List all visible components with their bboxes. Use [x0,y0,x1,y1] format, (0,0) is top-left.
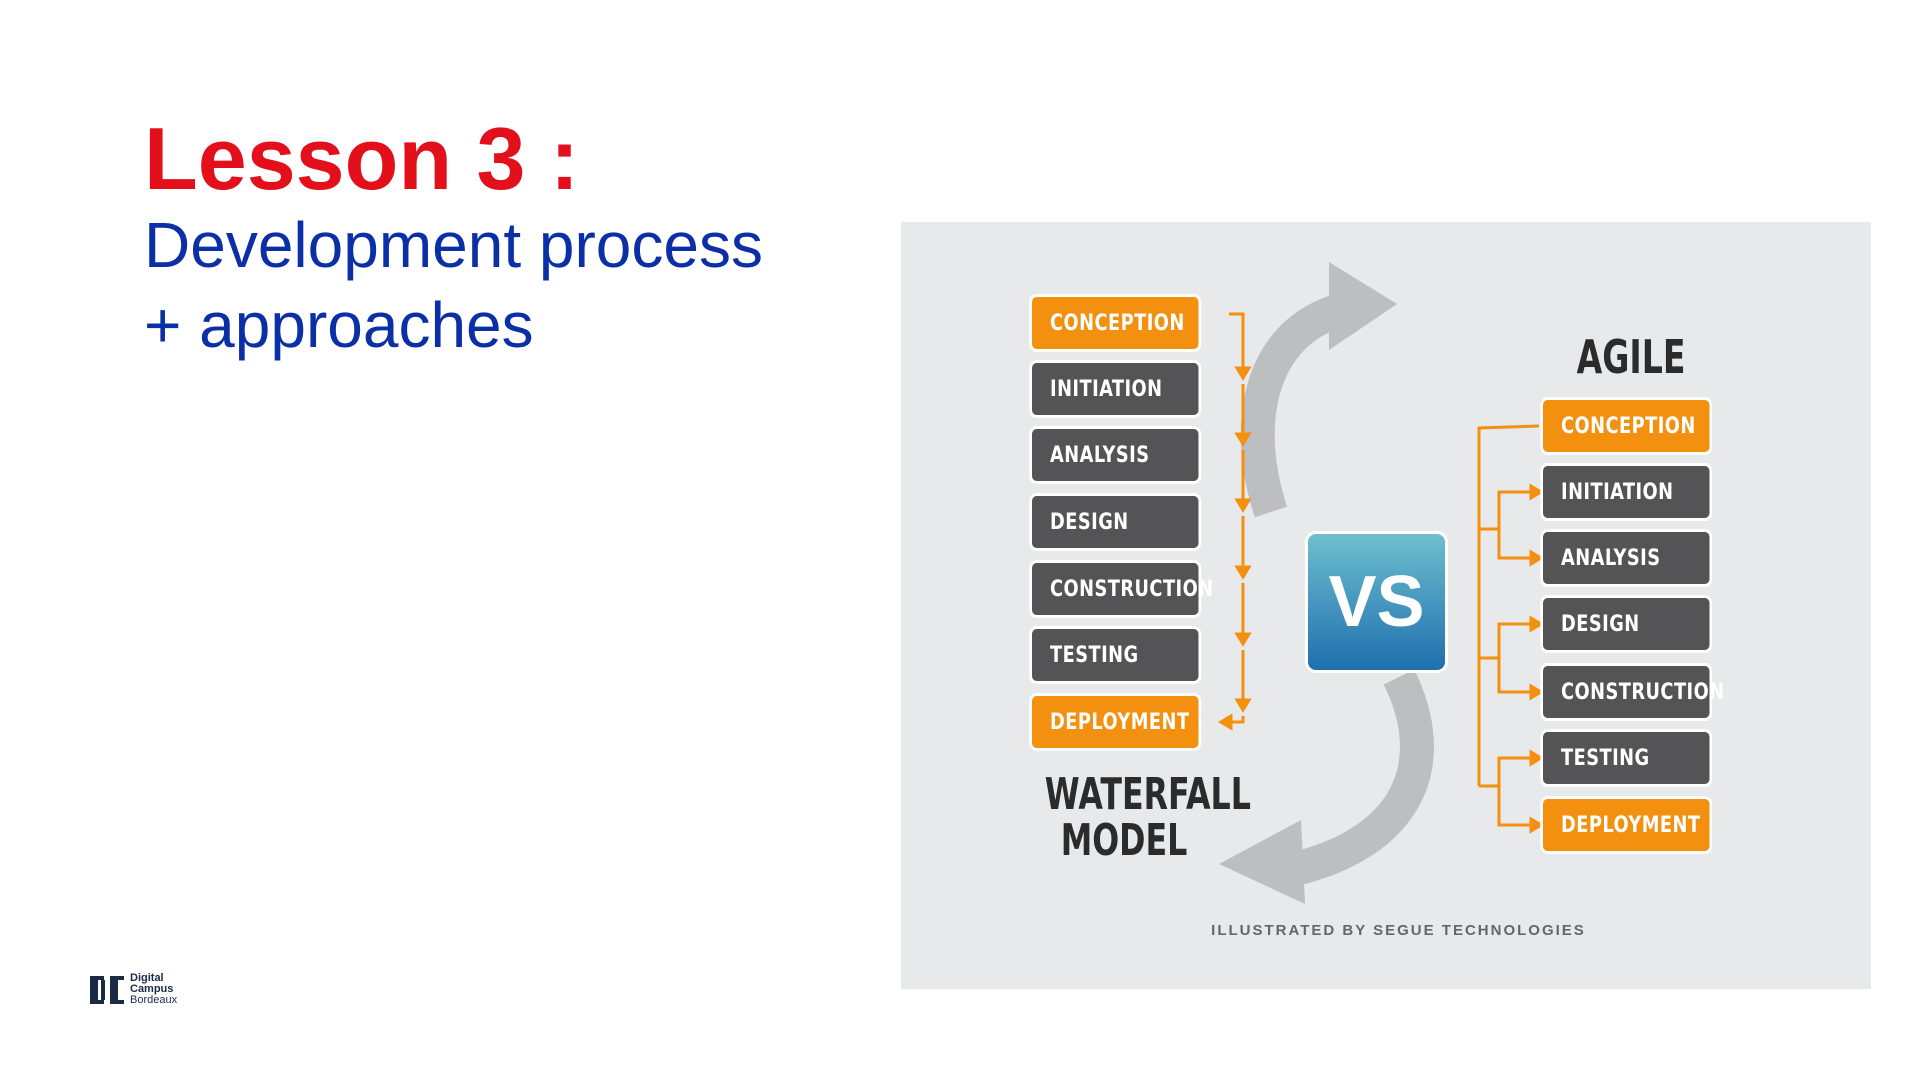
agile-branches [1477,424,1544,834]
waterfall-step: INITIATION [1032,363,1199,415]
waterfall-step: DEPLOYMENT [1032,696,1199,748]
waterfall-vs-agile-diagram: CONCEPTION INITIATION ANALYSIS DESIGN CO… [901,222,1871,989]
logo-text: Digital Campus Bordeaux [130,973,177,1006]
agile-step: CONCEPTION [1543,400,1710,452]
waterfall-step: CONCEPTION [1032,297,1199,349]
digital-campus-logo: Digital Campus Bordeaux [90,973,177,1006]
agile-step: DEPLOYMENT [1543,799,1710,851]
agile-step: CONSTRUCTION [1543,666,1724,718]
logo-line: Digital [130,972,164,984]
agile-step: ANALYSIS [1543,532,1710,584]
subtitle-line: + approaches [144,289,534,361]
agile-step: INITIATION [1543,466,1710,518]
curved-arrow-up-icon [1240,293,1347,518]
vs-badge: VS [1308,534,1445,670]
agile-label: AGILE [1576,330,1686,384]
waterfall-step: DESIGN [1032,496,1199,548]
illustration-credit: ILLUSTRATED BY SEGUE TECHNOLOGIES [1211,922,1586,939]
subtitle-line: Development process [144,209,763,281]
logo-line: Campus [130,983,174,995]
waterfall-arrows [1218,312,1252,731]
curved-arrow-down-icon [1286,669,1434,887]
waterfall-label-line: MODEL [1060,815,1188,866]
agile-step: DESIGN [1543,598,1710,650]
logo-line: Bordeaux [130,994,178,1006]
dc-logo-mark-icon [90,975,124,1004]
waterfall-label-line: WATERFALL [1044,769,1251,820]
diagram-connectors [1218,262,1544,904]
lesson-title: Lesson 3 : [144,109,580,208]
lesson-subtitle: Development process + approaches [144,205,763,365]
waterfall-step: ANALYSIS [1032,429,1199,481]
waterfall-step: TESTING [1032,629,1199,681]
arrow-head-down-icon [1219,820,1305,904]
waterfall-step: CONSTRUCTION [1032,563,1213,615]
agile-step: TESTING [1543,732,1710,784]
waterfall-label: WATERFALL MODEL [1044,769,1251,866]
arrow-head-up-icon [1329,262,1397,350]
